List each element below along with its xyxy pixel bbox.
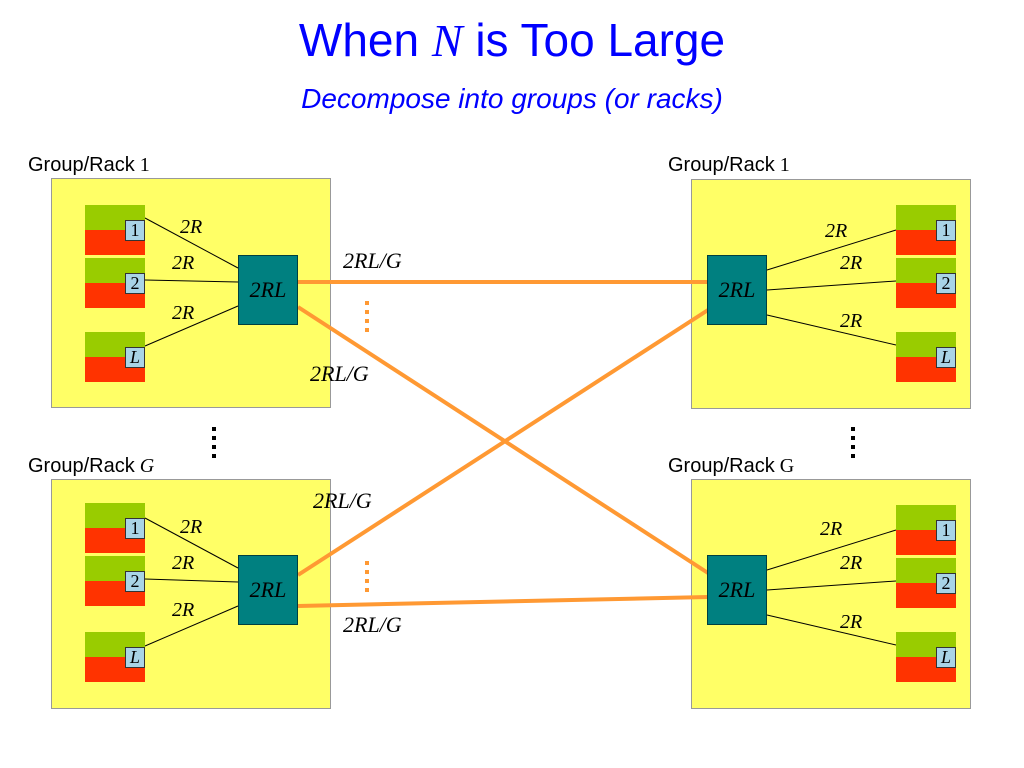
wire <box>144 305 239 347</box>
wire <box>766 314 897 346</box>
inter-rack-link <box>296 305 710 575</box>
rack-label-top-left: Group/Rack 1 <box>28 154 150 176</box>
wire-label: 2R <box>825 220 848 242</box>
link-label: 2RL/G <box>343 248 402 273</box>
rack-label-bottom-right: Group/Rack G <box>668 455 795 477</box>
wire <box>144 279 239 283</box>
server-id: 1 <box>936 220 956 241</box>
server-id: 1 <box>936 520 956 541</box>
server: L <box>896 632 956 682</box>
server: 1 <box>896 205 956 255</box>
server: 2 <box>896 258 956 308</box>
rack-label-bottom-left: Group/Rack G <box>28 455 155 477</box>
wire-label: 2R <box>840 252 863 274</box>
link-label: 2RL/G <box>343 612 402 637</box>
switch: 2RL <box>238 555 298 625</box>
slide-title: When N is Too Large <box>298 14 726 66</box>
wire <box>766 229 897 271</box>
server: 1 <box>85 503 145 553</box>
switch: 2RL <box>707 255 767 325</box>
server-id: L <box>125 347 145 368</box>
server-id: 1 <box>125 518 145 539</box>
link-label: 2RL/G <box>313 488 372 513</box>
server: 2 <box>85 556 145 606</box>
wire-label: 2R <box>180 216 203 238</box>
server-id: L <box>936 347 956 368</box>
title-variable: N <box>431 15 463 66</box>
link-label: 2RL/G <box>310 361 369 386</box>
wire-label: 2R <box>840 552 863 574</box>
link-ellipsis-bottom <box>365 561 369 592</box>
server: 2 <box>85 258 145 308</box>
server: L <box>896 332 956 382</box>
wire <box>144 217 239 269</box>
wire-label: 2R <box>820 518 843 540</box>
wire <box>144 605 239 647</box>
inter-rack-link <box>296 308 710 577</box>
server-id: 2 <box>936 273 956 294</box>
wire-label: 2R <box>172 552 195 574</box>
wire-label: 2R <box>180 516 203 538</box>
rack-label-top-right: Group/Rack 1 <box>668 154 790 176</box>
wire-label: 2R <box>172 302 195 324</box>
wire-label: 2R <box>172 599 195 621</box>
server: L <box>85 632 145 682</box>
wire <box>766 614 897 646</box>
wire-label: 2R <box>840 310 863 332</box>
wire <box>766 280 897 291</box>
server-id: 1 <box>125 220 145 241</box>
slide-subtitle: Decompose into groups (or racks) <box>301 83 723 114</box>
wire <box>766 580 897 591</box>
inter-rack-link <box>297 595 709 608</box>
server-id: 2 <box>125 571 145 592</box>
server: 2 <box>896 558 956 608</box>
switch: 2RL <box>707 555 767 625</box>
wire <box>144 578 239 583</box>
wire <box>766 529 897 571</box>
server: L <box>85 332 145 382</box>
rack-ellipsis-left <box>212 427 216 458</box>
wire <box>144 517 239 569</box>
wire-label: 2R <box>840 611 863 633</box>
server: 1 <box>85 205 145 255</box>
link-ellipsis-top <box>365 301 369 332</box>
server-id: 2 <box>936 573 956 594</box>
server-id: L <box>936 647 956 668</box>
rack-ellipsis-right <box>851 427 855 458</box>
server-id: L <box>125 647 145 668</box>
server-id: 2 <box>125 273 145 294</box>
wire-label: 2R <box>172 252 195 274</box>
switch: 2RL <box>238 255 298 325</box>
server: 1 <box>896 505 956 555</box>
